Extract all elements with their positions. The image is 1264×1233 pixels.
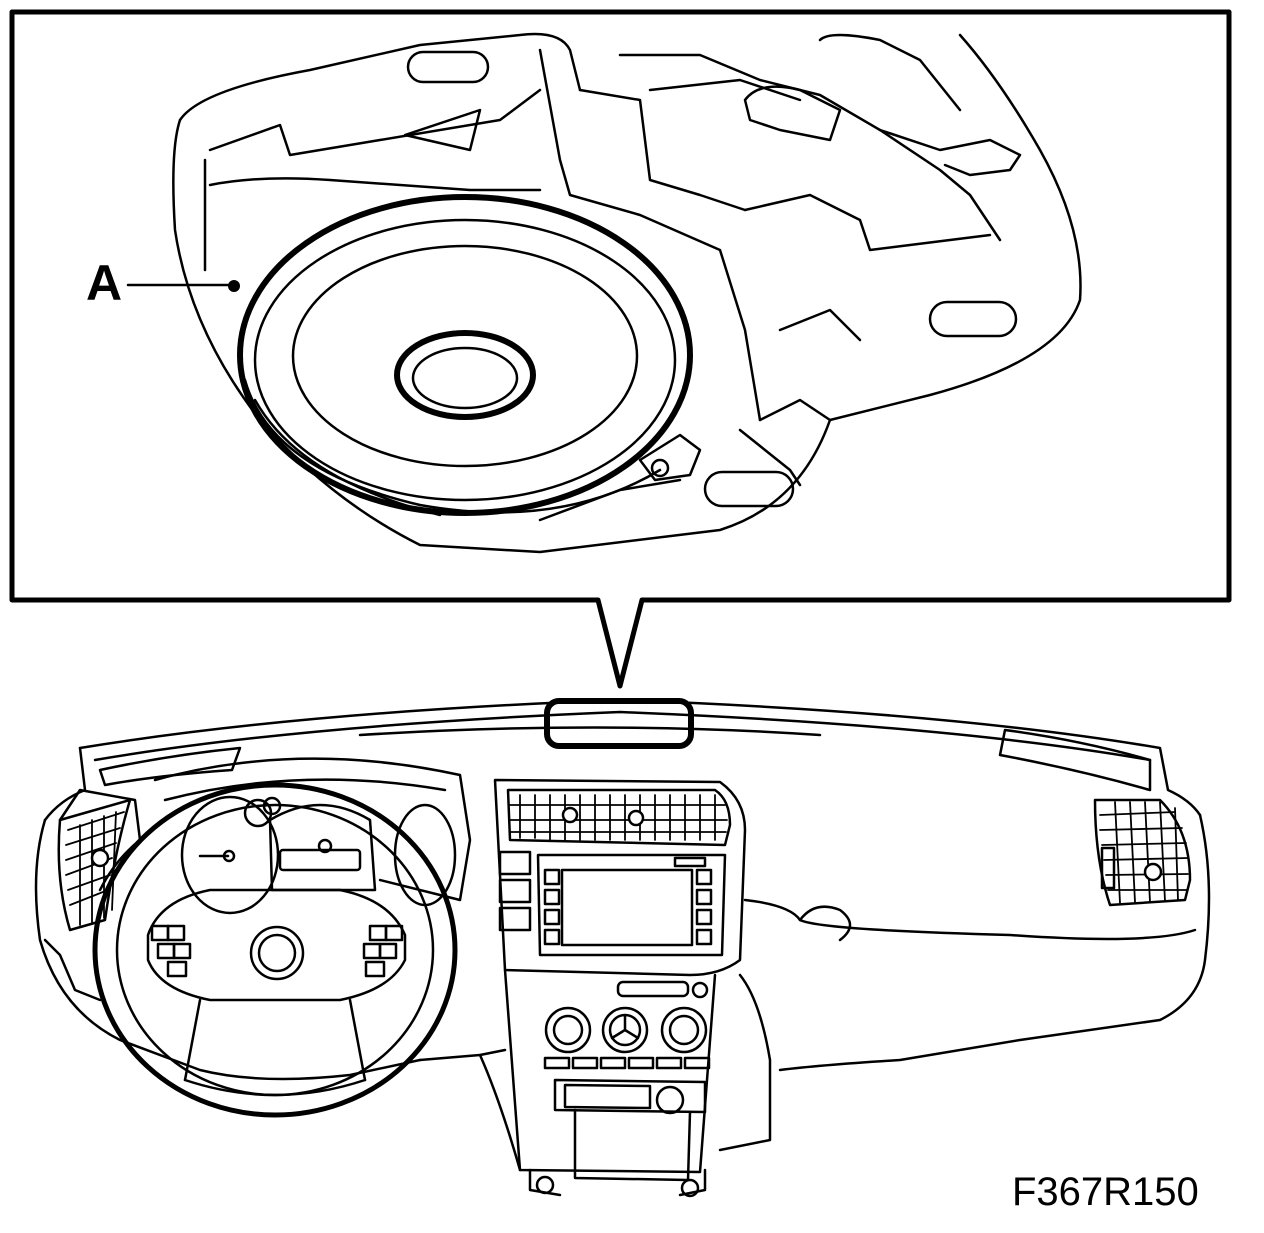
callout-label-a: A — [86, 255, 123, 311]
speaker-bracket — [172, 32, 1082, 554]
instrument-panel-icon — [34, 698, 1211, 1198]
speaker-location-highlight — [544, 698, 694, 749]
center-console — [493, 778, 747, 1198]
right-air-vent — [1093, 798, 1192, 907]
figure-code: F367R150 — [1012, 1170, 1199, 1214]
callout-a-leader — [126, 280, 240, 292]
loudspeaker-icon — [237, 194, 702, 522]
inset-frame — [9, 9, 1232, 689]
detail-inset — [9, 9, 1232, 689]
steering-wheel-icon — [92, 782, 458, 1118]
left-air-vent — [57, 798, 132, 932]
